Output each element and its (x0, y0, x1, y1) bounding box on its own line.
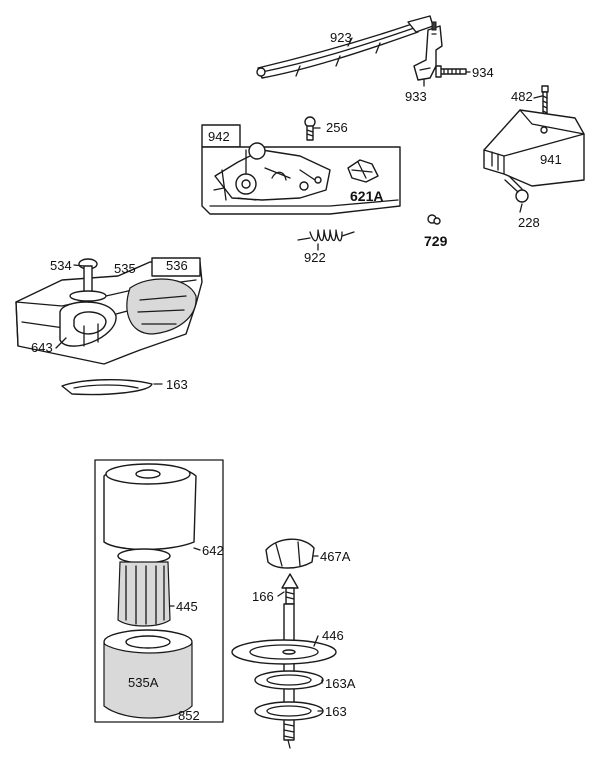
label-467a: 467A (320, 549, 351, 564)
label-933: 933 (405, 89, 427, 104)
label-643: 643 (31, 340, 53, 355)
label-535a: 535A (128, 675, 159, 690)
wing-nut-467a (265, 538, 315, 569)
ring-729 (427, 214, 441, 225)
control-plate-942 (201, 124, 401, 215)
bracket-933 (413, 21, 443, 81)
screw-934 (435, 65, 467, 78)
label-534: 534 (50, 258, 72, 273)
cartridge-filter-445 (117, 548, 171, 627)
label-163-top: 163 (166, 377, 188, 392)
label-536: 536 (166, 258, 188, 273)
label-535: 535 (114, 261, 136, 276)
filter-cover-642 (103, 463, 197, 551)
label-923: 923 (330, 30, 352, 45)
label-482: 482 (511, 89, 533, 104)
clip-621a (347, 159, 379, 183)
label-852: 852 (178, 708, 200, 723)
label-621a: 621A (350, 188, 383, 204)
label-942: 942 (208, 129, 230, 144)
label-163a: 163A (325, 676, 356, 691)
screw-534 (69, 258, 107, 302)
label-922: 922 (304, 250, 326, 265)
label-934: 934 (472, 65, 494, 80)
spring-922 (297, 229, 355, 242)
screw-256 (304, 116, 316, 141)
label-228: 228 (518, 215, 540, 230)
label-642: 642 (202, 543, 224, 558)
screw-228 (504, 175, 529, 203)
label-446: 446 (322, 628, 344, 643)
pre-cleaner-535a (103, 629, 193, 719)
air-cleaner-base-536 (15, 257, 203, 365)
washer-446 (231, 639, 337, 665)
label-163-bottom: 163 (325, 704, 347, 719)
label-941: 941 (540, 152, 562, 167)
kit-frame-852 (94, 459, 224, 723)
label-729: 729 (424, 233, 448, 249)
label-166: 166 (252, 589, 274, 604)
label-256: 256 (326, 120, 348, 135)
gasket-163-bottom (254, 701, 324, 721)
label-445: 445 (176, 599, 198, 614)
gasket-163a (254, 670, 324, 690)
governor-link-923 (256, 15, 434, 79)
gasket-163-top (61, 379, 153, 396)
leader-lines (55, 37, 543, 712)
cover-941 (483, 109, 585, 187)
